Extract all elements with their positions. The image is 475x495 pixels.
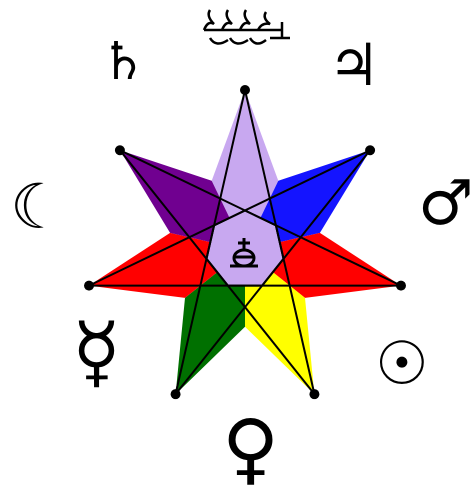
vertex-dot xyxy=(309,389,319,399)
sigil-icon xyxy=(204,10,290,44)
vertex-dot xyxy=(115,145,125,155)
saturn-symbol-icon: ♄ xyxy=(100,36,147,88)
jupiter-symbol-icon: ♃ xyxy=(328,36,380,94)
vertex-dot xyxy=(396,281,406,291)
moon-symbol-icon: ☾ xyxy=(10,176,66,238)
vertex-dot xyxy=(240,85,250,95)
vertex-dot xyxy=(365,145,375,155)
mars-symbol-icon: ♂ xyxy=(418,172,474,234)
vertex-dot xyxy=(171,389,181,399)
sun-symbol-icon: ☉ xyxy=(375,334,429,394)
vertex-dot xyxy=(84,281,94,291)
venus-symbol-icon: ♀ xyxy=(222,410,279,488)
mercury-symbol-icon: ☿ xyxy=(72,312,121,392)
